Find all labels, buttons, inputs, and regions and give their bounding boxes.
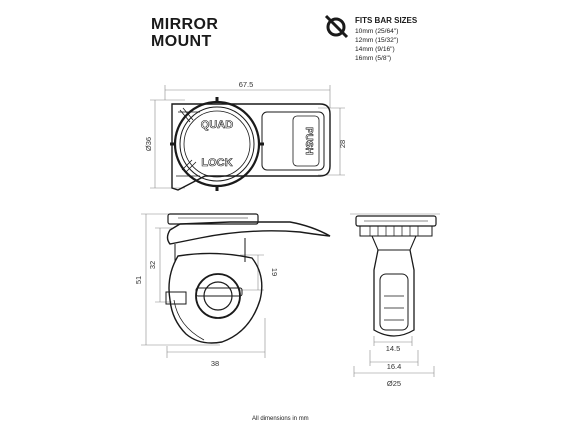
fits-heading: FITS BAR SIZES (355, 16, 418, 25)
dim-height-top: 28 (338, 140, 347, 148)
dim-outer-width: 16.4 (387, 362, 402, 371)
dim-width-top: 67.5 (239, 80, 254, 89)
dim-diameter-top: Ø36 (144, 137, 153, 151)
dim-upper-height: 32 (148, 261, 157, 269)
title-line-2: MOUNT (151, 33, 212, 50)
svg-text:QUAD: QUAD (201, 119, 233, 131)
bar-size-item: 14mm (9/16") (355, 46, 395, 53)
svg-text:LOCK: LOCK (201, 157, 232, 169)
bar-clamp-icon (324, 14, 349, 39)
dim-inner-width: 14.5 (386, 344, 401, 353)
top-view (150, 85, 345, 191)
side-view (141, 213, 331, 358)
quad-lock-logo: QUAD LOCK PUSH (201, 119, 315, 170)
front-view (350, 213, 440, 377)
bar-size-item: 16mm (5/8") (355, 55, 392, 62)
bar-size-list: 10mm (25/64") 12mm (15/32") 14mm (9/16")… (355, 27, 398, 63)
dim-side-width: 38 (211, 359, 219, 368)
dim-diameter-front: Ø25 (387, 379, 401, 388)
product-title: MIRROR MOUNT (151, 16, 218, 50)
dim-total-height: 51 (134, 276, 143, 284)
svg-text:PUSH: PUSH (303, 127, 314, 155)
units-note: All dimensions in mm (252, 416, 309, 422)
bar-size-item: 10mm (25/64") (355, 28, 399, 35)
title-line-1: MIRROR (151, 16, 219, 33)
dim-clamp-height: 19 (270, 268, 279, 276)
bar-size-item: 12mm (15/32") (355, 37, 399, 44)
